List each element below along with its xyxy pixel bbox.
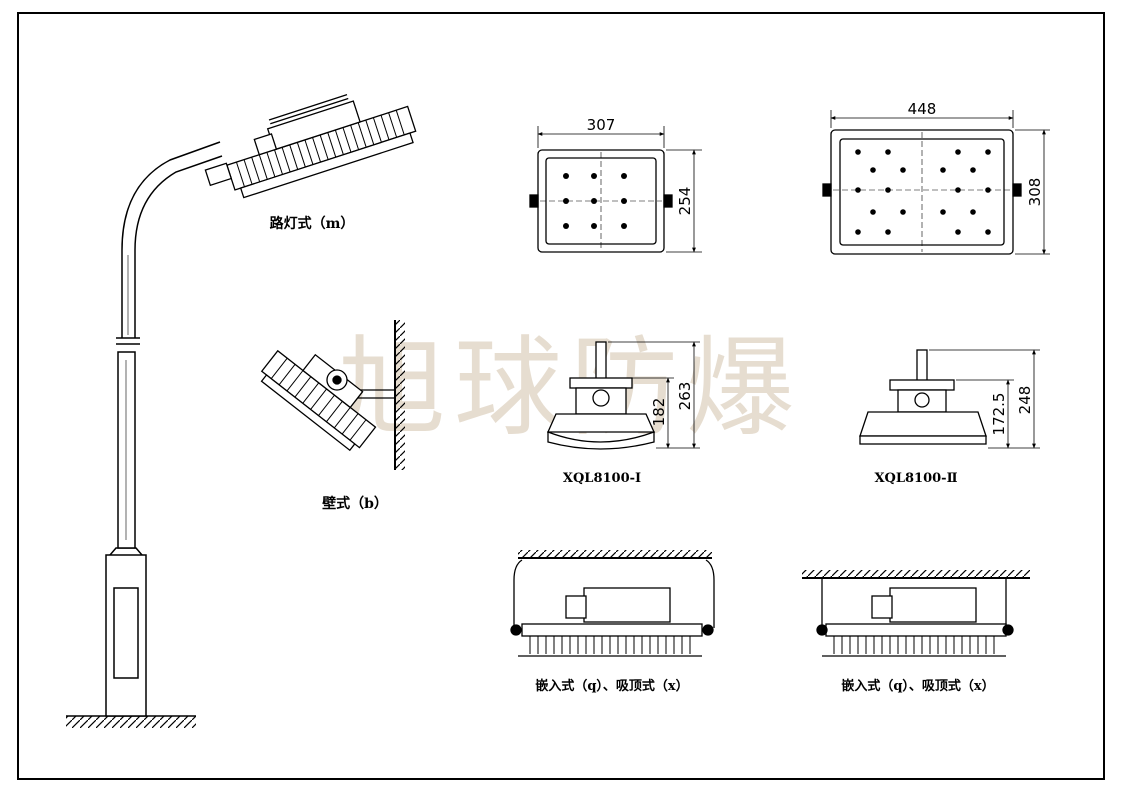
caption-embed-ceiling-1: 嵌入式（q）、吸顶式（x） bbox=[535, 678, 688, 694]
side-view-2 bbox=[859, 349, 1040, 449]
caption-street-light: 路灯式（m） bbox=[270, 215, 355, 232]
dim-front1-width: 307 bbox=[587, 116, 616, 134]
street-light-pole bbox=[66, 141, 223, 728]
side-view-1 bbox=[546, 341, 700, 450]
caption-model-2: XQL8100-Ⅱ bbox=[874, 471, 957, 486]
wall-mount-view bbox=[260, 320, 405, 470]
dim-side2-total-height: 248 bbox=[1016, 386, 1034, 415]
dim-side2-lamp-height: 172.5 bbox=[990, 393, 1008, 436]
dim-side1-lamp-height: 182 bbox=[650, 398, 668, 427]
front-view-2 bbox=[822, 110, 1050, 255]
street-light-fixture bbox=[204, 94, 417, 199]
caption-model-1: XQL8100-I bbox=[563, 471, 641, 486]
caption-embed-ceiling-2: 嵌入式（q）、吸顶式（x） bbox=[841, 678, 994, 694]
caption-wall-mount: 壁式（b） bbox=[322, 495, 388, 512]
dim-front2-width: 448 bbox=[908, 100, 937, 118]
front-view-1 bbox=[529, 126, 702, 253]
dim-front2-height: 308 bbox=[1026, 178, 1044, 207]
embed-ceiling-view-2 bbox=[802, 570, 1030, 657]
dim-front1-height: 254 bbox=[676, 187, 694, 216]
embed-ceiling-view-1 bbox=[510, 550, 715, 657]
dim-side1-total-height: 263 bbox=[676, 382, 694, 411]
drawing-frame bbox=[17, 12, 1105, 780]
